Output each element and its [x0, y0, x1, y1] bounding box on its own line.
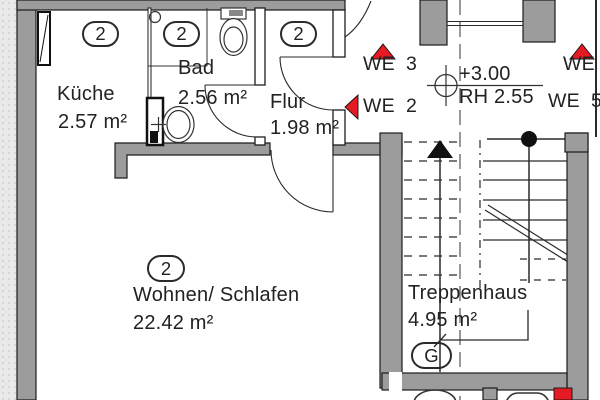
exterior-wall-left — [16, 0, 37, 400]
badge-bad: 2 — [163, 21, 200, 47]
wall-bad-flur-lower — [254, 136, 266, 146]
room-area-wohnen: 22.42 m² — [133, 312, 214, 334]
wall-flur-right-lower — [332, 109, 346, 146]
clipped-bottom-badges — [413, 389, 549, 400]
stairwell-wall-right-top — [564, 132, 589, 153]
doors — [204, 0, 372, 213]
stairwell-wall-right — [566, 132, 589, 400]
shaft-solid-block — [150, 131, 158, 143]
badge-kueche: 2 — [82, 21, 119, 47]
entrance-markers — [344, 43, 595, 400]
stairwell-wall-bottom — [381, 372, 568, 391]
door-swing-wohnen — [270, 149, 334, 213]
room-area-bad: 2.56 m² — [178, 87, 248, 109]
upper-flight-treads — [404, 141, 457, 276]
clear-height-label: RH 2.55 — [459, 86, 534, 108]
bath-fixtures — [148, 7, 248, 144]
exterior-wall-top — [16, 0, 346, 11]
room-area-treppenhaus: 4.95 m² — [408, 309, 478, 331]
we3-label: WE 3 — [363, 53, 418, 75]
room-name-kueche: Küche — [57, 83, 115, 105]
door-opening-gap — [389, 372, 402, 391]
level-marker-symbol — [427, 65, 543, 106]
stair-leader-bracket — [441, 310, 529, 341]
badge-wohnen: 2 — [147, 255, 185, 282]
door-swing-flur — [279, 56, 334, 111]
lower-flight-treads — [483, 160, 567, 241]
room-name-treppenhaus: Treppenhaus — [408, 282, 528, 304]
walls — [16, 0, 589, 400]
door-swing-bad — [204, 84, 258, 138]
stair-cut-line — [487, 204, 572, 258]
badge-treppenhaus: G — [411, 342, 452, 369]
room-name-wohnen: Wohnen/ Schlafen — [133, 284, 300, 306]
shafts — [37, 11, 165, 147]
stair-cut-line — [484, 209, 569, 263]
we2-label: WE 2 — [363, 95, 418, 117]
elevation-label: +3.00 — [459, 63, 511, 85]
wall-kueche-bad — [147, 7, 152, 101]
clipped-badge-stadium — [506, 392, 549, 400]
drawing-margin — [0, 0, 17, 400]
shaft-diagonal — [39, 14, 49, 63]
shower-drain-icon — [148, 10, 162, 24]
we2-marker-icon — [344, 93, 359, 121]
we3-marker-icon — [370, 43, 396, 60]
door-swing-landing — [344, 0, 372, 38]
stairwell-wall-left — [379, 132, 403, 389]
toilet-tank-lid — [229, 10, 243, 16]
newel-post — [521, 131, 537, 147]
we5-label: WE 5 — [548, 90, 600, 112]
sink-inner — [166, 109, 191, 140]
room-area-flur: 1.98 m² — [270, 117, 340, 139]
room-name-bad: Bad — [178, 57, 215, 79]
toilet-bowl-icon — [219, 17, 248, 57]
wall-flur-right-upper — [332, 9, 346, 58]
partition-walls — [147, 7, 346, 146]
lower-flight-hidden-treads — [520, 258, 566, 281]
we-top-right-label: WE — [563, 53, 595, 75]
stairwell-stairs — [404, 0, 572, 400]
wall-bad-flur-upper — [254, 7, 266, 86]
clipped-badge-circle — [413, 389, 457, 400]
badge-flur: 2 — [280, 21, 317, 47]
stair-leader-tick — [433, 333, 447, 348]
room-name-flur: Flur — [270, 91, 306, 113]
interior-wall-horizontal — [114, 142, 271, 179]
toilet-bowl-inner — [223, 26, 244, 53]
red-marker-bottom — [553, 387, 573, 400]
we4-marker-icon — [569, 43, 595, 60]
room-area-kueche: 2.57 m² — [58, 111, 128, 133]
wall-pillar-top-1 — [419, 0, 448, 46]
sink-icon — [162, 105, 195, 144]
wall-pillar-bottom — [482, 387, 498, 400]
stair-up-arrowhead — [427, 140, 453, 158]
thresholds — [447, 0, 597, 137]
wall-pillar-top-2 — [522, 0, 556, 43]
